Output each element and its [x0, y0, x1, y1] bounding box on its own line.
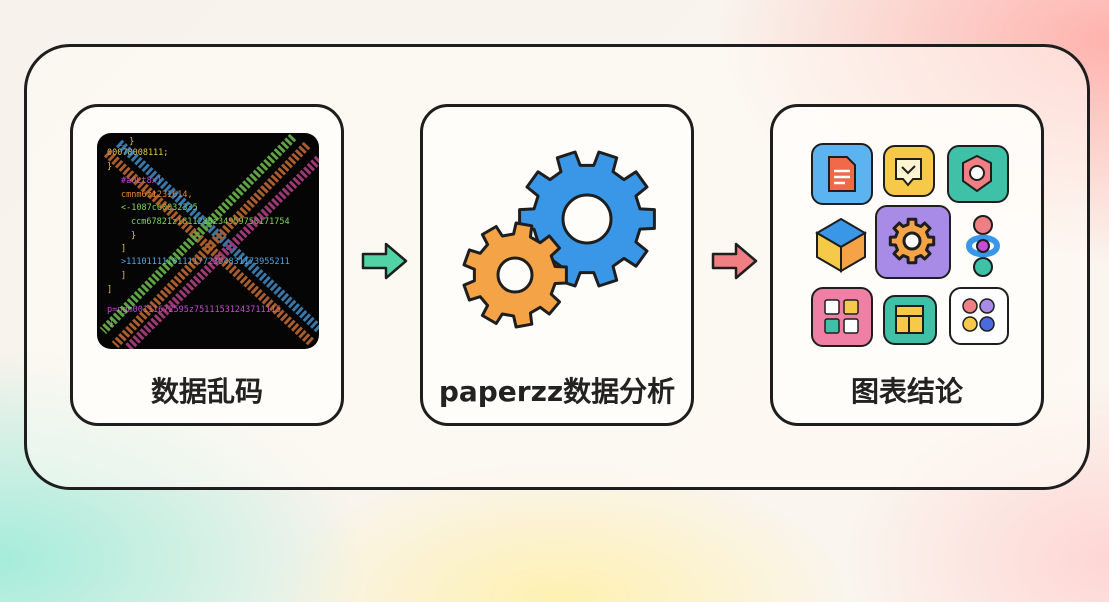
code-line: 00078008111;	[107, 148, 169, 158]
document-app-icon	[811, 143, 873, 205]
step-card-chart-conclusion: 图表结论	[770, 104, 1044, 426]
code-line: #a0Lt8x]	[121, 176, 162, 186]
step-card-paperzz-analysis: paperzz数据分析	[420, 104, 694, 426]
code-line: }	[131, 231, 137, 241]
code-line: }	[107, 162, 113, 172]
step-label: 数据乱码	[150, 375, 263, 408]
step-card-garbled-data: _ } 00078008111; } #a0Lt8x] cmnm6z123161…	[70, 104, 344, 426]
step-label: 图表结论	[850, 375, 963, 408]
code-line: p=ngm00111672595z75111531243711115	[107, 305, 281, 315]
code-line: <-1087c60032335	[121, 203, 198, 213]
code-line: ]	[121, 244, 127, 254]
step-label: paperzz数据分析	[438, 375, 676, 408]
settings-app-icon	[875, 205, 951, 279]
badge-app-icon	[947, 145, 1009, 203]
connection-icon	[955, 213, 1011, 279]
grid-app-icon	[811, 287, 873, 347]
garbled-code-icon: _ } 00078008111; } #a0Lt8x] cmnm6z123161…	[97, 133, 319, 349]
gear-orange-icon	[462, 221, 568, 329]
message-app-icon	[883, 145, 935, 197]
dots-app-icon	[949, 287, 1009, 345]
code-line: _ }	[119, 137, 135, 147]
gears-icon	[453, 137, 667, 337]
code-line: ]	[107, 285, 113, 295]
layout-app-icon	[883, 295, 937, 345]
cross-out-overlay	[99, 133, 319, 349]
arrow-right-icon	[361, 242, 408, 280]
code-line: ]	[121, 271, 127, 281]
arrow-right-icon	[711, 242, 758, 280]
code-line: >11101111101111772354831173955211	[121, 257, 290, 267]
cube-icon	[813, 215, 869, 275]
app-grid-icon	[805, 133, 1015, 351]
